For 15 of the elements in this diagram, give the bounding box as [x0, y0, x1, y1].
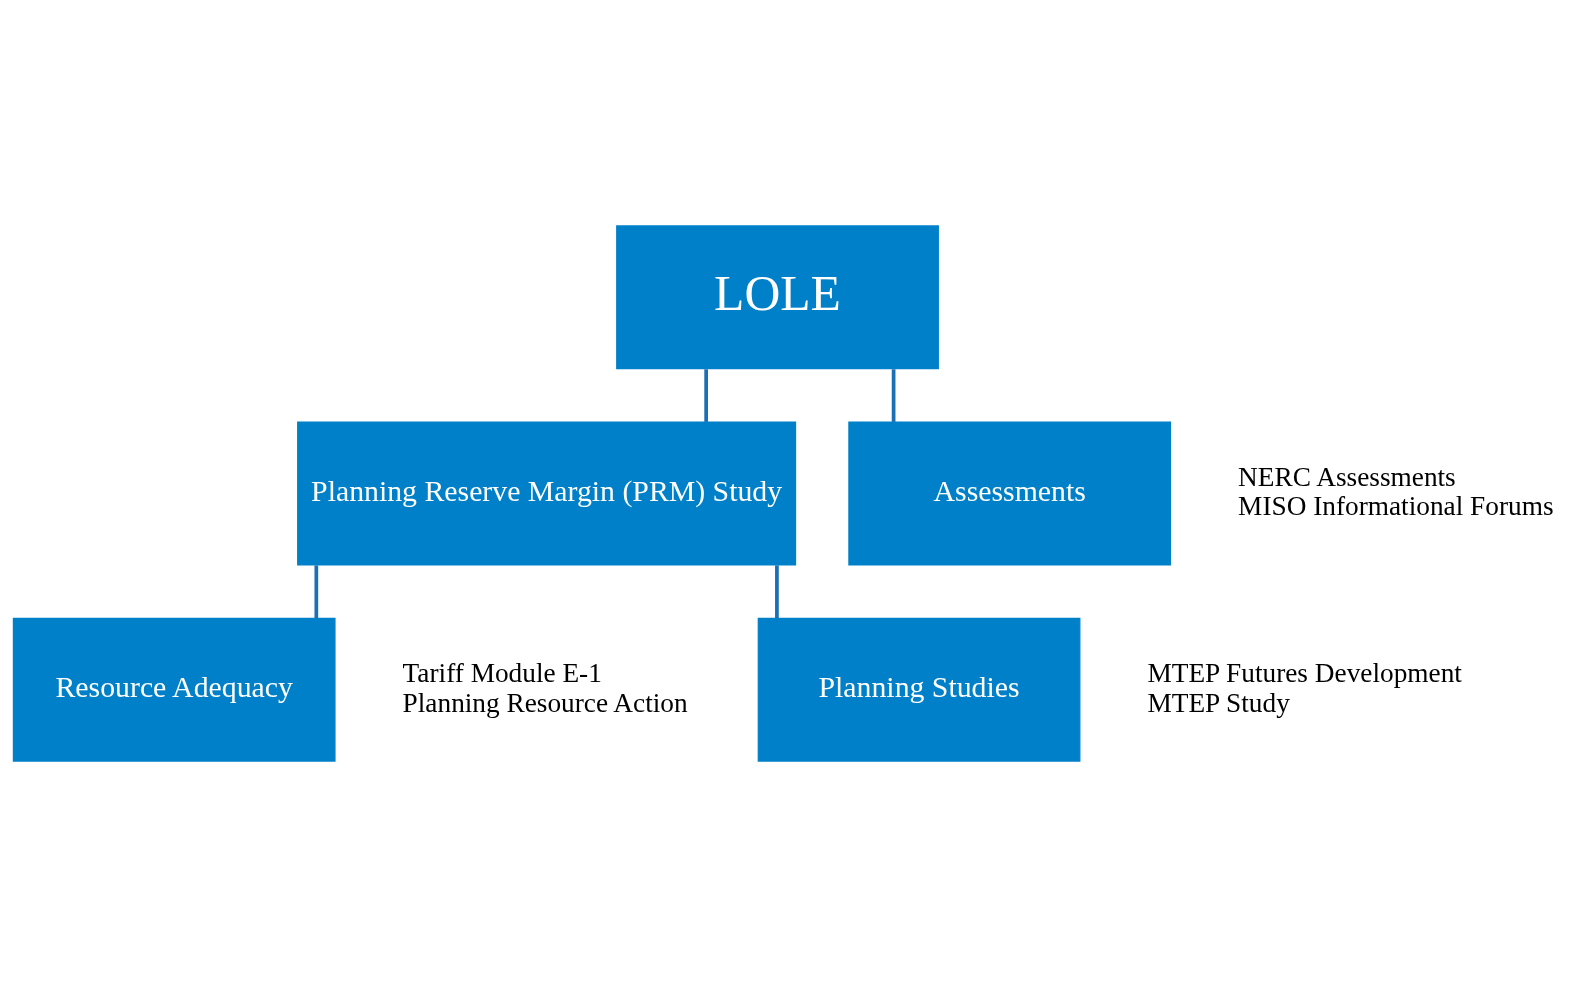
node-box: LOLE [616, 225, 939, 370]
node-box: Assessments [848, 421, 1172, 566]
node-label: NERC Assessments [1238, 461, 1456, 492]
connector [314, 565, 319, 619]
node-box: Planning Studies [757, 617, 1081, 762]
connector [775, 565, 779, 619]
node-label: Tariff Module E-1 [402, 657, 602, 688]
node-label: MTEP Study [1147, 687, 1290, 718]
connector [704, 369, 708, 422]
node-label: MTEP Futures Development [1147, 657, 1462, 688]
connector [891, 369, 896, 422]
node-box: Planning Reserve Margin (PRM) Study [297, 421, 797, 566]
node-label: MISO Informational Forums [1238, 491, 1554, 522]
node-box: Resource Adequacy [12, 617, 336, 762]
node-label: Planning Resource Action [402, 687, 688, 718]
